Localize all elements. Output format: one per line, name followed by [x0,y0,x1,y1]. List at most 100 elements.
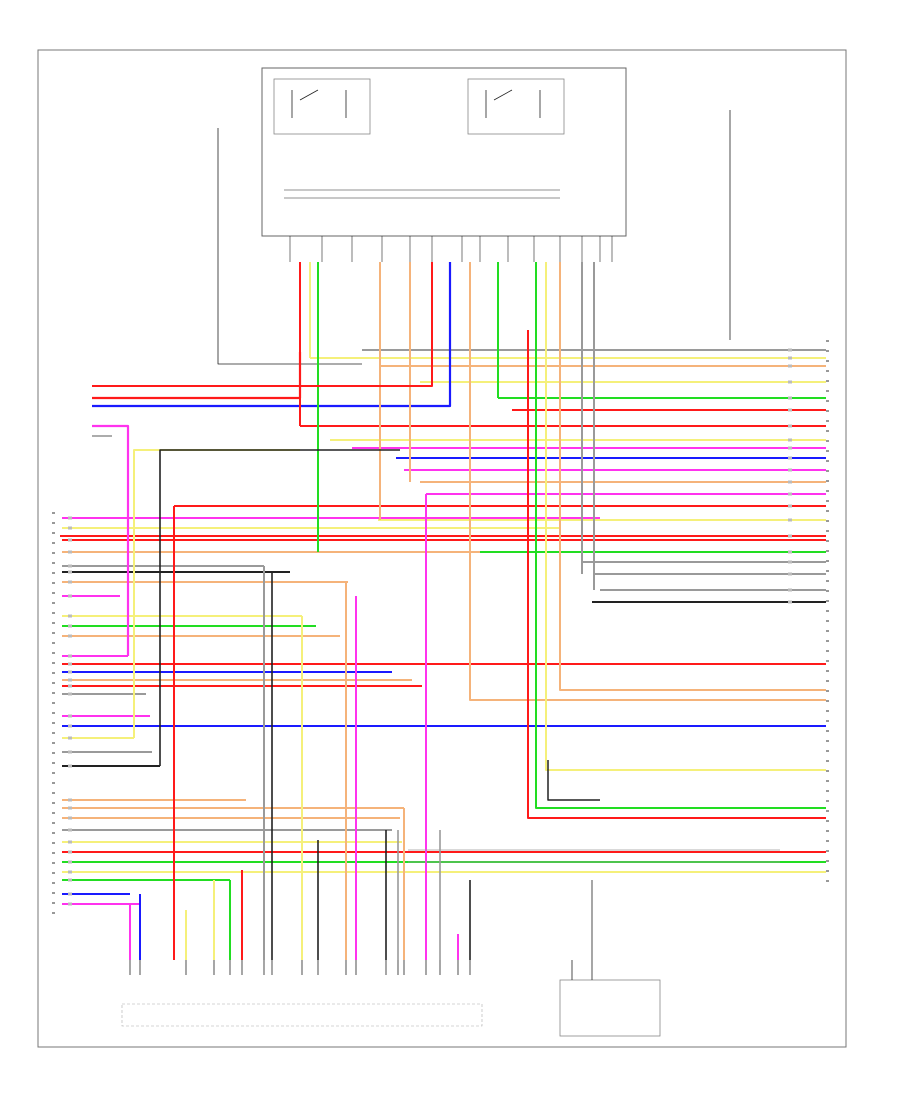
right-connector-pin [826,500,829,502]
right-connector-pin [826,870,829,872]
wire-label-mark [68,678,72,682]
wire-label-mark [68,692,72,696]
wire-green-62 [535,262,826,809]
left-connector-pin [52,782,55,784]
left-connector-pin [52,732,55,734]
wire-label-mark [788,396,792,400]
wire-left-feed [217,128,362,365]
left-connector-pin [52,512,55,514]
right-connector-pin [826,340,829,342]
left-connector-pin [52,722,55,724]
left-connector-pin [52,682,55,684]
wire-label-mark [68,764,72,768]
wire-label-mark [68,724,72,728]
wire-label-mark [788,408,792,412]
wire-label-mark [68,550,72,554]
wire-label-mark [68,840,72,844]
right-connector-pin [826,380,829,382]
right-connector-pin [826,680,829,682]
wire-label-mark [788,560,792,564]
right-connector-pin [826,560,829,562]
right-connector-pin [826,610,829,612]
left-connector-pin [52,902,55,904]
control-module-box [261,67,627,237]
left-connector-pin [52,692,55,694]
right-connector-pin [826,530,829,532]
right-connector-pin [826,880,829,882]
right-connector-pin [826,570,829,572]
wire-label-mark [68,516,72,520]
wire-label-mark [68,806,72,810]
right-connector-pin [826,420,829,422]
right-connector-pin [826,850,829,852]
right-connector-pin [826,550,829,552]
wire-label-mark [68,654,72,658]
right-connector-pin [826,860,829,862]
wire-label-mark [68,684,72,688]
left-connector-pin [52,742,55,744]
right-connector-pin [826,650,829,652]
left-connector-pin [52,772,55,774]
left-connector-pin [52,522,55,524]
wire-label-mark [788,518,792,522]
wire-label-mark [68,828,72,832]
left-connector-pin [52,582,55,584]
wire-label-mark [68,624,72,628]
wire-orange-60 [469,262,826,701]
right-connector-pin [826,430,829,432]
wire-label-mark [68,870,72,874]
right-connector-pin [826,450,829,452]
wire-label-mark [788,534,792,538]
left-connector-pin [52,572,55,574]
left-connector-pin [52,532,55,534]
wire-label-mark [68,594,72,598]
right-connector-pin [826,470,829,472]
right-connector-pin [826,410,829,412]
wire-label-mark [788,480,792,484]
right-connector-pin [826,630,829,632]
wire-red-top-left [92,352,302,400]
right-connector-pin [826,800,829,802]
wire-label-mark [68,850,72,854]
wire-label-mark [68,526,72,530]
left-connector-pin [52,862,55,864]
left-connector-pin [52,762,55,764]
right-connector-pin [826,390,829,392]
wire-label-mark [68,634,72,638]
wire-label-mark [788,504,792,508]
wire-red-59 [92,262,433,387]
left-connector-pin [52,592,55,594]
right-connector-pin [826,620,829,622]
right-connector-pin [826,370,829,372]
wire-layer [60,89,826,980]
right-connector-pin [826,400,829,402]
right-connector-pin [826,510,829,512]
left-connector-pin [52,892,55,894]
left-connector-pin [52,802,55,804]
right-connector-pin [826,820,829,822]
right-connector-pin [826,780,829,782]
right-connector-pin [826,660,829,662]
left-connector-pin [52,612,55,614]
right-connector-pin [826,690,829,692]
left-connector-pin [52,552,55,554]
wire-label-mark [788,600,792,604]
sensor-component-box [559,979,661,1037]
wire-label-mark [68,902,72,906]
left-connector-pin [52,812,55,814]
wire-label-mark [788,380,792,384]
left-connector-pin [52,642,55,644]
left-connector-pin [52,712,55,714]
wire-label-mark [68,798,72,802]
wire-label-mark [788,348,792,352]
wire-label-mark [68,892,72,896]
right-connector-pin [826,490,829,492]
left-connector-pin [52,882,55,884]
diagram-frame [37,49,847,1048]
wire-label-mark [68,570,72,574]
wire-label-mark [68,614,72,618]
wire-label-mark [68,670,72,674]
right-connector-pin [826,590,829,592]
